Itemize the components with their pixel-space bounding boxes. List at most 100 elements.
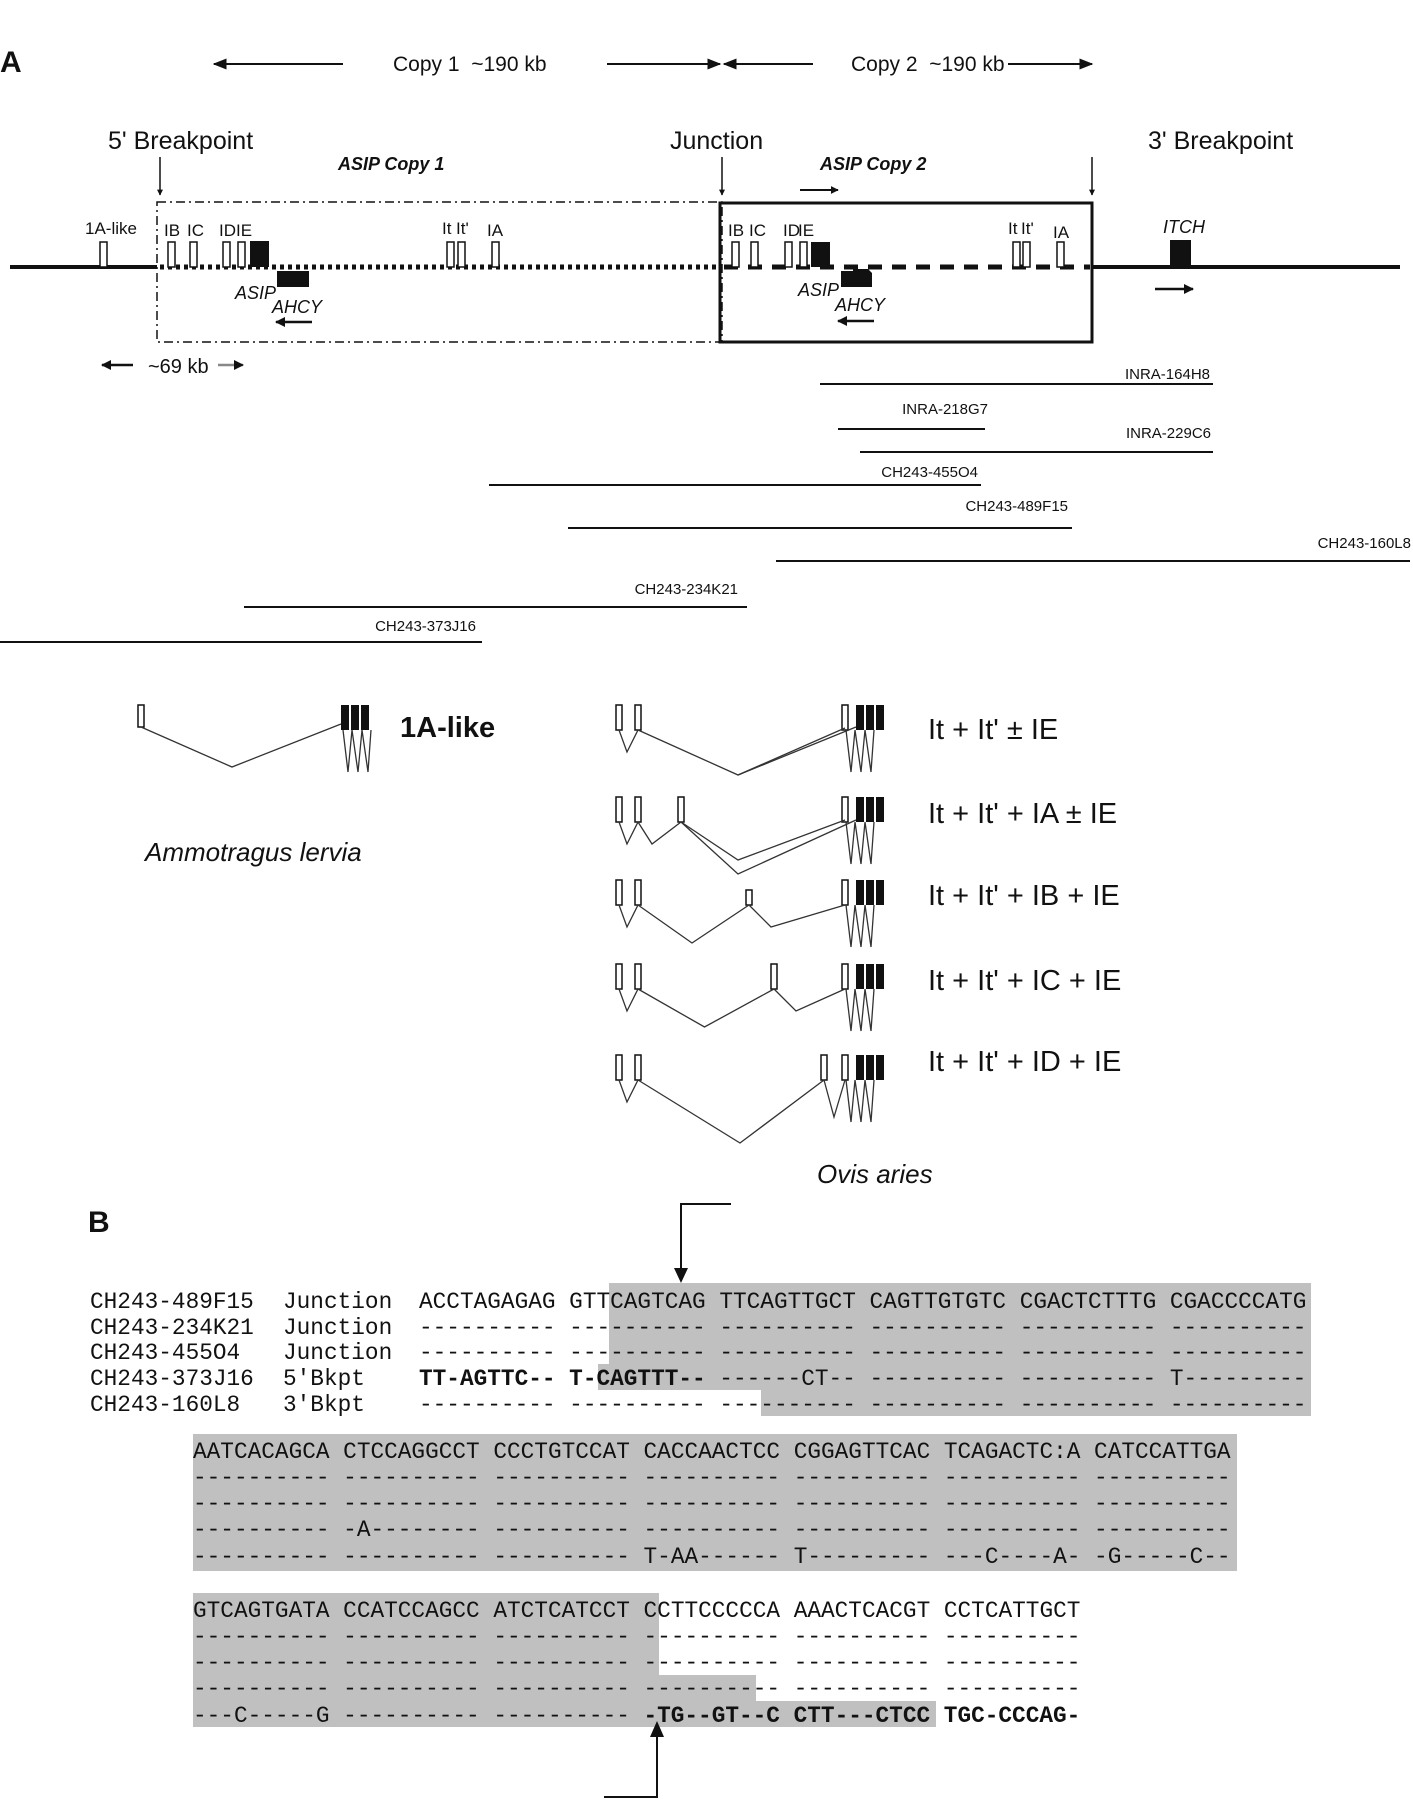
clone-name: CH243-373J16 (90, 1366, 254, 1392)
copy2-box (718, 201, 1094, 344)
region-label: Junction (283, 1289, 392, 1315)
clone-label: CH243-455O4 (881, 464, 978, 481)
shaded-region (193, 1434, 1237, 1571)
exon-box (841, 796, 849, 823)
sequence-segment: ---------- ---------- ---------- -------… (193, 1624, 1080, 1650)
copy2-span: Copy 2 ~190 kb (722, 53, 1094, 76)
exon-box-id (222, 241, 231, 268)
exon-label-ia-2: IA (1053, 223, 1070, 242)
asip-label-copy1: ASIP (234, 283, 276, 303)
region-label: 3'Bkpt (283, 1392, 365, 1418)
coding-exon-box (856, 797, 864, 822)
splice-line (637, 904, 750, 944)
splice-line (680, 819, 846, 861)
exon-ia (677, 796, 685, 823)
coding-exon-box (876, 880, 884, 905)
coding-exon-box (856, 880, 864, 905)
exon-label-id-2: ID (783, 221, 800, 240)
exon-box-it-prime-2 (1022, 241, 1031, 268)
splice-line (748, 904, 846, 928)
exon-box (615, 879, 623, 906)
exon-ib (745, 889, 753, 906)
sequence-segment: ---------- ---------- ---------- -------… (193, 1650, 1080, 1676)
region-label: Junction (283, 1315, 392, 1341)
clone-label: CH243-489F15 (965, 498, 1068, 515)
shaded-region (609, 1283, 1311, 1364)
splice-w (845, 821, 875, 865)
coding-exon-box (856, 964, 864, 989)
clone-label: CH243-160L8 (1318, 535, 1411, 552)
sequence-segment: ---------- ---------- ---------- -------… (193, 1676, 1080, 1702)
sequence-alignment: ACCTAGAGAG GTTCAGTCAG TTCAGTTGCT CAGTTGT… (193, 1289, 1306, 1729)
exon-label-ie-2: IE (798, 221, 814, 240)
exon-label-ib-2: IB (728, 221, 744, 240)
exon-box (634, 879, 642, 906)
splice-w (845, 988, 875, 1032)
exon-label-id-ie: IDIE (219, 221, 252, 240)
junction-top-arrowhead (674, 1268, 688, 1283)
region-label: Junction (283, 1340, 392, 1366)
shaded-region (193, 1593, 659, 1675)
sequence-segment: ---------- ---------- ---------- -------… (419, 1392, 1306, 1418)
exon-box (615, 963, 623, 990)
exon-label-ic-2: IC (749, 221, 766, 240)
coding-exon-box (866, 797, 874, 822)
exon-box-ia (491, 241, 500, 268)
sequence-segment: GTCAGTGATA CCATCCAGCC ATCTCATCCT CCTTCCC… (193, 1598, 1080, 1624)
coding-exon-box (866, 964, 874, 989)
sequence-segment: AATCACAGCA CTCCAGGCCT CCCTGTCCAT CACCAAC… (193, 1439, 1231, 1465)
exon-box (841, 704, 849, 731)
exon-box (615, 1054, 623, 1081)
sequence-segment: ---------- ---------- ---------- -------… (193, 1465, 1231, 1491)
exon-boxes (99, 241, 1065, 268)
splice-line (618, 904, 639, 929)
splice-line (680, 819, 857, 875)
coding-exon-box (341, 705, 349, 730)
exon-box-it (446, 241, 455, 268)
splice-w (845, 1079, 875, 1123)
exon-labels: 1A-like IB IC IDIE It It' IA IB IC ID IE… (85, 219, 1070, 242)
panel-b-label: B (88, 1206, 110, 1239)
splice-line (637, 727, 846, 776)
exon-box (615, 704, 623, 731)
alignment-shading (193, 1283, 1311, 1727)
exon-box (841, 1054, 849, 1081)
junction-label: Junction (670, 127, 763, 155)
sequence-segment: ---------- -A-------- ---------- -------… (193, 1517, 1231, 1543)
exon-box-1a-like (99, 241, 108, 268)
sequence-segment: ---C-----G ---------- ---------- (193, 1703, 644, 1729)
clone-name: CH243-160L8 (90, 1392, 240, 1418)
copy2-label: Copy 2 ~190 kb (851, 53, 1005, 76)
clone-label: CH243-373J16 (375, 618, 476, 635)
copy1-box (156, 201, 723, 343)
copy1-label: Copy 1 ~190 kb (393, 53, 547, 76)
exon-box (634, 963, 642, 990)
coding-exon-box (856, 1055, 864, 1080)
scale-label: ~69 kb (148, 356, 209, 378)
ovis-transcript-label: It + It' + IA ± IE (928, 798, 1117, 830)
ovis-species-label: Ovis aries (817, 1159, 933, 1189)
sequence-segment: ---------- ---------- ---------- -------… (419, 1315, 1306, 1341)
ammotragus-species-label: Ammotragus lervia (143, 837, 362, 867)
asip-label-copy2: ASIP (797, 280, 839, 300)
coding-exon-box (866, 1055, 874, 1080)
ahcy-label-copy2: AHCY (834, 295, 887, 315)
splice-line (618, 821, 639, 846)
exon-box-ie-2 (799, 241, 808, 268)
splice-w (845, 904, 875, 948)
ovis-transcript-label: It + It' + ID + IE (928, 1046, 1121, 1078)
exon-box (634, 1054, 642, 1081)
exon-box (634, 796, 642, 823)
exon-box-it-2 (1012, 241, 1021, 268)
clone-contigs: INRA-164H8INRA-218G7INRA-229C6CH243-455O… (0, 366, 1411, 643)
splice-line (618, 729, 639, 754)
itch-gene (1170, 240, 1191, 267)
splice-line (140, 723, 342, 768)
panel-a-label: A (0, 46, 22, 79)
coding-exon-box (351, 705, 359, 730)
coding-exon-box (361, 705, 369, 730)
coding-exon-box (856, 705, 864, 730)
clone-name: CH243-234K21 (90, 1315, 254, 1341)
